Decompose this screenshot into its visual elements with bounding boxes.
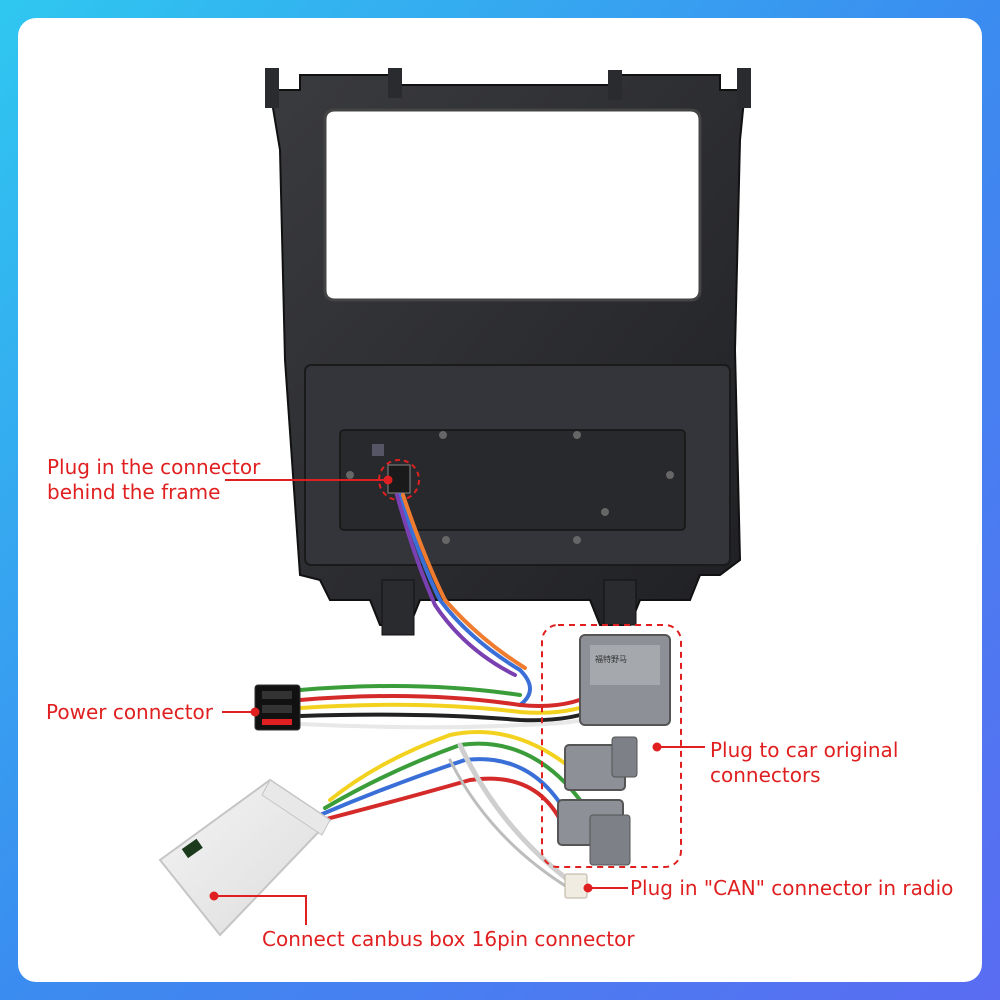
label-canbus-box: Connect canbus box 16pin connector xyxy=(262,927,635,951)
label-behind-frame: Plug in the connector behind the frame xyxy=(47,455,260,505)
frame-tab xyxy=(608,70,622,100)
canbus-box xyxy=(158,778,332,937)
dash-frame xyxy=(265,68,751,636)
wire-harness xyxy=(298,493,602,892)
frame-tab xyxy=(265,68,279,108)
mount-tab xyxy=(381,579,415,636)
label-car-original: Plug to car original connectors xyxy=(710,738,898,788)
screen-opening xyxy=(323,108,702,302)
label-power-connector: Power connector xyxy=(46,700,214,724)
leader-lines xyxy=(209,475,705,925)
label-car-original-line1: Plug to car original xyxy=(710,738,899,762)
svg-text:福特野马: 福特野马 xyxy=(595,654,627,664)
can-connector xyxy=(564,873,588,899)
frame-tab xyxy=(388,68,402,98)
label-can-connector: Plug in "CAN" connector in radio xyxy=(630,876,954,900)
frame-tab xyxy=(737,68,751,108)
mount-tab xyxy=(603,579,637,626)
label-behind-frame-line2: behind the frame xyxy=(47,480,221,504)
label-behind-frame-line1: Plug in the connector xyxy=(47,455,261,479)
label-car-original-line2: connectors xyxy=(710,763,821,787)
